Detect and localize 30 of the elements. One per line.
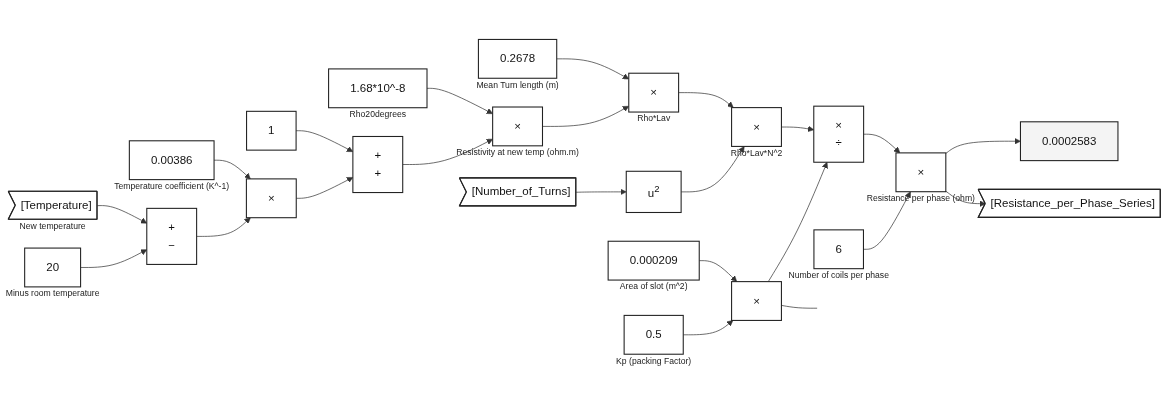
node-box: 1 [246,110,297,151]
node-box: × [628,72,680,113]
block-name: Rho*Lav [637,113,671,124]
node-box: 0.2678 [477,38,558,79]
block-name: Number of coils per phase [788,270,889,280]
node-box: u$^{2}$ [625,170,682,214]
node-box: × [895,152,947,193]
node-box: + − [146,207,198,265]
node-box: × [731,107,782,147]
block-name: New temperature [19,220,86,231]
node-box: × [245,178,297,219]
node-box: × [731,281,782,321]
block-name: Rho20degrees [349,109,407,120]
block-name: Kp (packing Factor) [616,355,692,366]
node-box: × ÷ [813,105,865,163]
node-box: 1.68*10^-8 [328,68,428,109]
node-box: × [492,106,544,147]
node-box: 0.0002583 [1019,121,1119,162]
block-name: Minus room temperature [5,288,100,299]
node-box: + + [352,135,404,194]
block-name: Mean Turn length (m) [476,79,559,90]
node-box: 20 [24,247,82,288]
connector [781,305,818,309]
node-box: 0.5 [623,314,684,355]
block-name: Area of slot (m^2) [619,281,688,292]
node-box: 6 [813,229,864,270]
block-name: Resistivity at new temp (ohm.m) [456,147,579,158]
block-name: Temperature coefficient (K^-1) [114,180,230,191]
node-box: 0.000209 [607,240,700,281]
node-box: 0.00386 [128,140,215,181]
